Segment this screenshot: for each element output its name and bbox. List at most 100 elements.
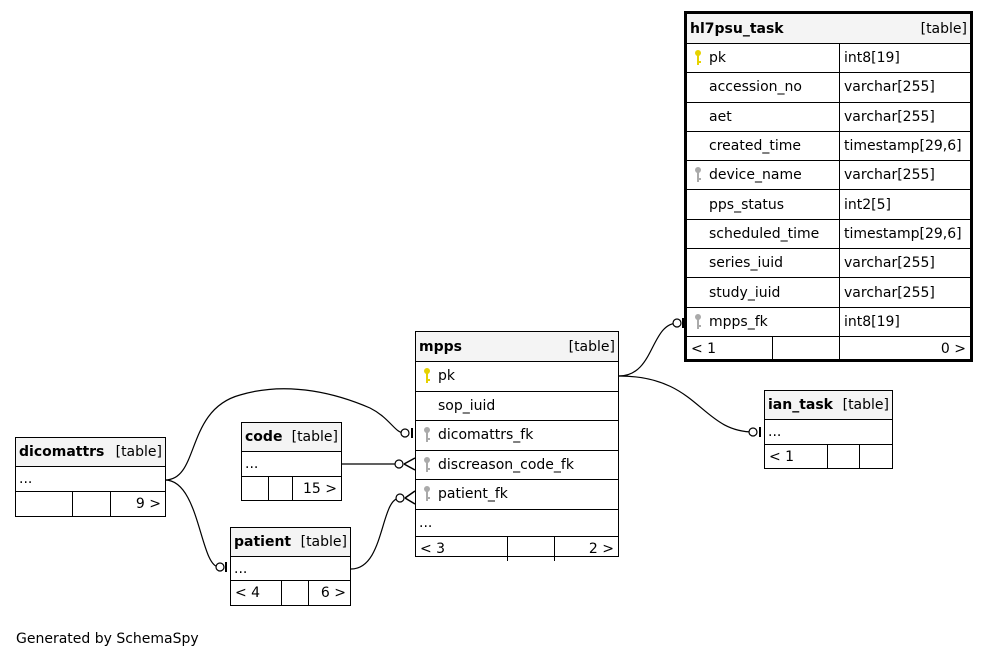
table-header: dicomattrs [table] xyxy=(16,438,165,467)
column-row: aet varchar[255] xyxy=(687,102,970,132)
footer-right: 6 > xyxy=(320,585,346,601)
column-type: varchar[255] xyxy=(839,278,970,307)
table-name: ian_task xyxy=(768,397,833,413)
table-footer: < 3 2 > xyxy=(416,536,618,561)
index-key-icon xyxy=(416,456,438,474)
table-kind: [table] xyxy=(291,429,338,445)
footer-mid xyxy=(73,492,111,516)
edge-end-circle xyxy=(394,459,404,469)
footer-right: 0 > xyxy=(940,340,966,357)
ellipsis-row: ... xyxy=(765,420,892,445)
column-name: sop_iuid xyxy=(438,397,496,414)
column-row: device_name varchar[255] xyxy=(687,161,970,191)
footer-mid xyxy=(508,536,555,561)
table-footer: 9 > xyxy=(16,492,165,516)
column-type: varchar[255] xyxy=(839,102,970,131)
footer-left: < 1 xyxy=(765,445,828,468)
footer-left xyxy=(242,477,269,500)
column-name: created_time xyxy=(709,138,801,155)
column-row: created_time timestamp[29,6] xyxy=(687,131,970,162)
column-name: study_iuid xyxy=(709,284,781,301)
table-ian-task[interactable]: ian_task [table] ... < 1 xyxy=(764,390,893,469)
column-name: pk xyxy=(709,50,726,67)
table-name: dicomattrs xyxy=(19,444,105,460)
column-type: int2[5] xyxy=(839,190,970,219)
edge-end-circle xyxy=(672,318,682,328)
column-row: dicomattrs_fk xyxy=(416,421,618,451)
ellipsis-row: ... xyxy=(231,557,350,581)
column-name: dicomattrs_fk xyxy=(438,427,534,444)
column-name: pps_status xyxy=(709,196,785,213)
table-header: code [table] xyxy=(242,423,341,452)
index-key-icon xyxy=(687,166,709,184)
column-name: accession_no xyxy=(709,79,802,96)
table-kind: [table] xyxy=(920,20,967,37)
column-row: pk xyxy=(416,362,618,392)
edge-patient-mpps xyxy=(350,497,401,570)
footer-right: 2 > xyxy=(588,540,614,557)
footer-right: 9 > xyxy=(135,496,161,512)
edge-end-circle xyxy=(748,427,758,437)
primary-key-icon xyxy=(687,49,709,67)
table-header: ian_task [table] xyxy=(765,391,892,420)
edge-end-circle xyxy=(400,428,410,438)
edge-dicomattrs-mpps xyxy=(164,388,405,481)
table-code[interactable]: code [table] ... 15 > xyxy=(241,422,342,501)
ellipsis-row: ... xyxy=(16,467,165,492)
primary-key-icon xyxy=(416,367,438,385)
footer-right xyxy=(860,445,892,468)
column-name: pk xyxy=(438,368,455,385)
footer-right: 15 > xyxy=(303,480,337,497)
column-name: scheduled_time xyxy=(709,225,820,242)
column-type: int8[19] xyxy=(839,307,970,336)
table-kind: [table] xyxy=(842,397,889,413)
column-type: timestamp[29,6] xyxy=(839,131,970,161)
index-key-icon xyxy=(416,485,438,503)
edge-crowfoot xyxy=(404,490,416,505)
footer-mid xyxy=(828,445,860,468)
footer-left: < 3 xyxy=(416,536,508,561)
footer-mid xyxy=(773,336,840,361)
column-name: series_iuid xyxy=(709,255,783,272)
edge-crowfoot xyxy=(403,457,416,471)
table-header: patient [table] xyxy=(231,528,350,557)
column-type: varchar[255] xyxy=(839,161,970,190)
edge-end-circle xyxy=(395,493,405,503)
column-type: varchar[255] xyxy=(839,73,970,102)
column-type: int8[19] xyxy=(839,44,970,73)
column-row: study_iuid varchar[255] xyxy=(687,278,970,308)
table-kind: [table] xyxy=(115,444,162,460)
table-name: patient xyxy=(234,534,292,550)
column-name: aet xyxy=(709,108,732,125)
table-footer: < 1 xyxy=(765,445,892,468)
footer-left xyxy=(16,492,73,516)
index-key-icon xyxy=(416,426,438,444)
ellipsis-row: ... xyxy=(242,452,341,477)
table-footer: 15 > xyxy=(242,477,341,500)
footer-mid xyxy=(282,581,309,605)
table-footer: < 1 0 > xyxy=(687,336,970,361)
edge-mpps-hl7psu xyxy=(618,322,679,377)
table-kind: [table] xyxy=(568,338,615,355)
column-type: varchar[255] xyxy=(839,249,970,278)
edge-mpps-ian xyxy=(618,375,755,433)
table-name: mpps xyxy=(419,338,462,355)
column-row: pps_status int2[5] xyxy=(687,190,970,220)
column-row: series_iuid varchar[255] xyxy=(687,249,970,279)
table-header: mpps [table] xyxy=(416,332,618,362)
generator-credit: Generated by SchemaSpy xyxy=(16,631,199,647)
footer-left: < 4 xyxy=(231,581,282,605)
table-dicomattrs[interactable]: dicomattrs [table] ... 9 > xyxy=(15,437,166,517)
column-row: patient_fk xyxy=(416,480,618,510)
column-name: device_name xyxy=(709,167,802,184)
table-patient[interactable]: patient [table] ... < 4 6 > xyxy=(230,527,351,606)
column-row: pk int8[19] xyxy=(687,44,970,74)
column-row: discreason_code_fk xyxy=(416,451,618,480)
table-footer: < 4 6 > xyxy=(231,581,350,605)
table-kind: [table] xyxy=(300,534,347,550)
